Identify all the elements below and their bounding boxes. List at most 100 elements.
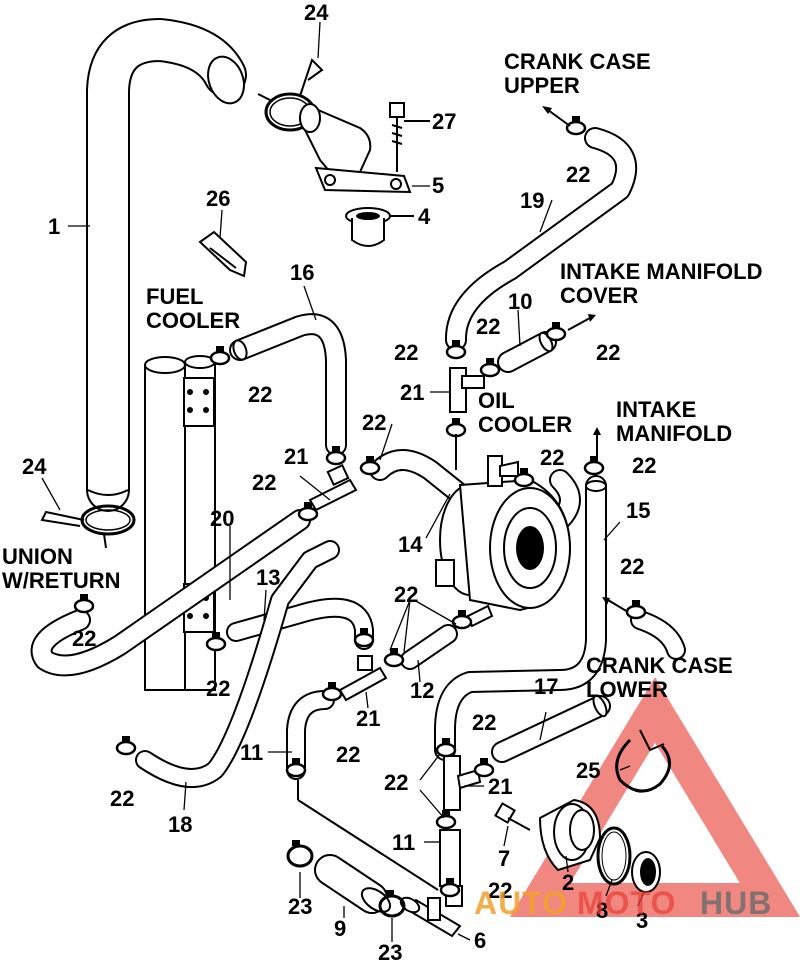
hose-clamp-22 <box>435 738 457 758</box>
hose-clamp-22 <box>445 418 467 438</box>
hose-clamp-22 <box>513 468 535 488</box>
hose-clamp-22 <box>479 358 501 378</box>
num-22-j: 22 <box>394 582 418 607</box>
union-21-mid <box>338 604 494 702</box>
leader-lines <box>41 21 645 942</box>
watermark-hub: HUB <box>700 885 772 921</box>
num-22-q: 22 <box>488 878 512 903</box>
callout-oil-cooler-1: OIL <box>478 388 515 413</box>
fuel-cooler-body <box>144 355 216 691</box>
num-22-n: 22 <box>336 742 360 767</box>
hose-clamp-22 <box>625 600 647 620</box>
num-22-g: 22 <box>632 453 656 478</box>
callout-union-w-return-1: UNION <box>2 544 73 569</box>
num-21-lower: 21 <box>488 774 512 799</box>
num-14: 14 <box>398 532 423 557</box>
hose-clamp-22 <box>73 594 95 614</box>
num-8: 8 <box>596 898 608 923</box>
callout-union-w-return-2: W/RETURN <box>2 568 121 593</box>
pump-cover-2 <box>538 798 602 872</box>
num-5: 5 <box>432 173 444 198</box>
num-21-oil: 21 <box>400 380 424 405</box>
num-25: 25 <box>576 758 600 783</box>
bolt-27 <box>389 102 430 172</box>
clamp-23-bottom <box>378 890 406 918</box>
bolt-7 <box>494 802 531 831</box>
spring-clamp-24-left <box>40 504 136 549</box>
hose-11-lower <box>439 829 461 887</box>
callout-intake-manifold-2: MANIFOLD <box>616 421 732 446</box>
num-22-k: 22 <box>72 626 96 651</box>
hose-1 <box>86 18 247 512</box>
thermostat-4 <box>345 207 414 247</box>
arrow-intake-manifold-cover <box>567 314 596 331</box>
callout-oil-cooler-2: COOLER <box>478 412 572 437</box>
hose-clamp-22 <box>473 758 495 778</box>
hose-clamp-22 <box>439 878 461 898</box>
oil-cooler <box>435 455 572 612</box>
hose-20 <box>30 509 311 677</box>
hose-clamp-22 <box>435 810 457 830</box>
num-16: 16 <box>290 260 314 285</box>
hose-clamp-22 <box>383 648 405 668</box>
hose-clamp-22 <box>359 456 381 476</box>
thermostat-housing-5 <box>298 103 412 194</box>
callout-crank-case-upper-1: CRANK CASE <box>504 49 651 74</box>
arrow-crank-case-lower <box>602 597 629 613</box>
num-17: 17 <box>534 674 558 699</box>
hose-11-left <box>286 690 335 780</box>
num-22-i: 22 <box>620 554 644 579</box>
num-22-a: 22 <box>476 314 500 339</box>
num-22-m: 22 <box>472 710 496 735</box>
hose-clamp-22 <box>445 340 467 360</box>
hose-crank-lower <box>630 610 686 660</box>
num-26: 26 <box>206 186 230 211</box>
hose-clamp-22 <box>209 346 231 366</box>
hose-clamp-22 <box>565 116 587 136</box>
hose-16 <box>229 313 347 456</box>
hose-clamp-22 <box>297 502 319 522</box>
num-13: 13 <box>256 565 280 590</box>
num-22-e: 22 <box>362 410 386 435</box>
callout-crank-case-upper-2: UPPER <box>504 73 580 98</box>
num-3: 3 <box>636 908 648 933</box>
part-numbers: 24 1 27 5 4 26 22 19 16 10 22 22 22 22 2… <box>22 0 656 965</box>
num-2: 2 <box>562 870 574 895</box>
callout-fuel-cooler-1: FUEL <box>146 284 203 309</box>
num-18: 18 <box>168 812 192 837</box>
arrow-intake-manifold <box>593 427 601 458</box>
num-21-mid: 21 <box>356 706 380 731</box>
num-21-left: 21 <box>284 444 308 469</box>
hose-clamp-22 <box>451 610 473 630</box>
hose-17 <box>491 694 611 763</box>
num-1: 1 <box>48 214 60 239</box>
num-27: 27 <box>432 109 456 134</box>
callout-intake-manifold-cover-1: INTAKE MANIFOLD <box>560 259 762 284</box>
hose-clamp-22 <box>583 456 605 476</box>
num-10: 10 <box>508 289 532 314</box>
callout-intake-manifold-cover-2: COVER <box>560 283 638 308</box>
num-23-top: 23 <box>288 894 312 919</box>
hose-clamp-22 <box>545 322 567 342</box>
num-12: 12 <box>410 678 434 703</box>
num-22-l: 22 <box>206 676 230 701</box>
num-23-bottom: 23 <box>378 940 402 965</box>
watermark-logo <box>509 677 800 917</box>
callout-text: CRANK CASE UPPER INTAKE MANIFOLD COVER F… <box>2 49 762 702</box>
callout-intake-manifold-1: INTAKE <box>616 397 696 422</box>
callout-crank-case-lower-2: LOWER <box>586 677 668 702</box>
clamp-23-top <box>286 840 314 868</box>
num-11-lower: 11 <box>392 830 415 855</box>
num-6: 6 <box>474 928 486 953</box>
hose-clamp-22 <box>325 446 347 466</box>
watermark-text: AUTO MOTO HUB <box>474 885 772 921</box>
num-22-f: 22 <box>540 445 564 470</box>
clip-26 <box>198 230 248 278</box>
union-21-lower <box>443 755 482 811</box>
hose-19 <box>445 127 638 351</box>
hose-clamp-22 <box>205 632 227 652</box>
o-ring-8 <box>596 826 632 886</box>
num-22-c: 22 <box>596 340 620 365</box>
num-20: 20 <box>210 506 234 531</box>
